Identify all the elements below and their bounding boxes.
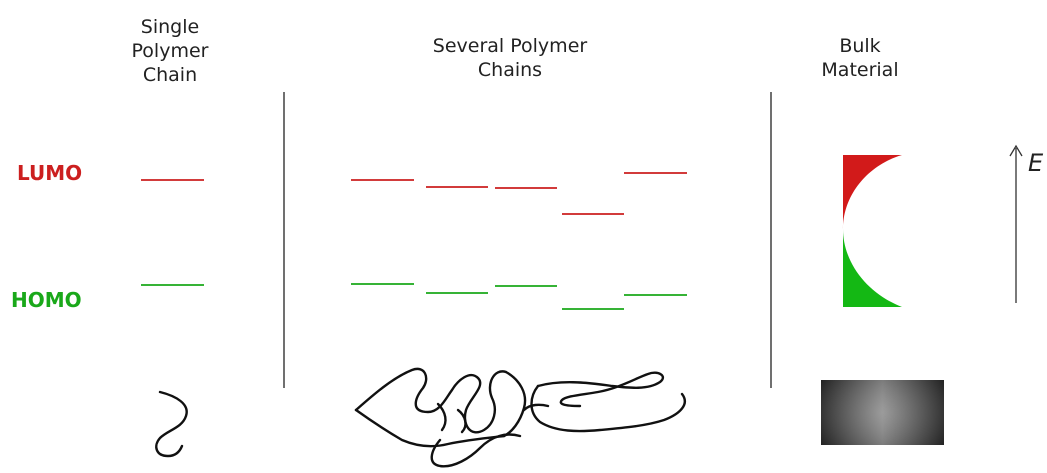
bulk-lumo-band [843,155,902,229]
several-chains-tangle [356,369,685,466]
bulk-homo-band [843,229,902,307]
single-chain-squiggle [156,392,186,456]
bulk-material-shade [821,380,944,445]
